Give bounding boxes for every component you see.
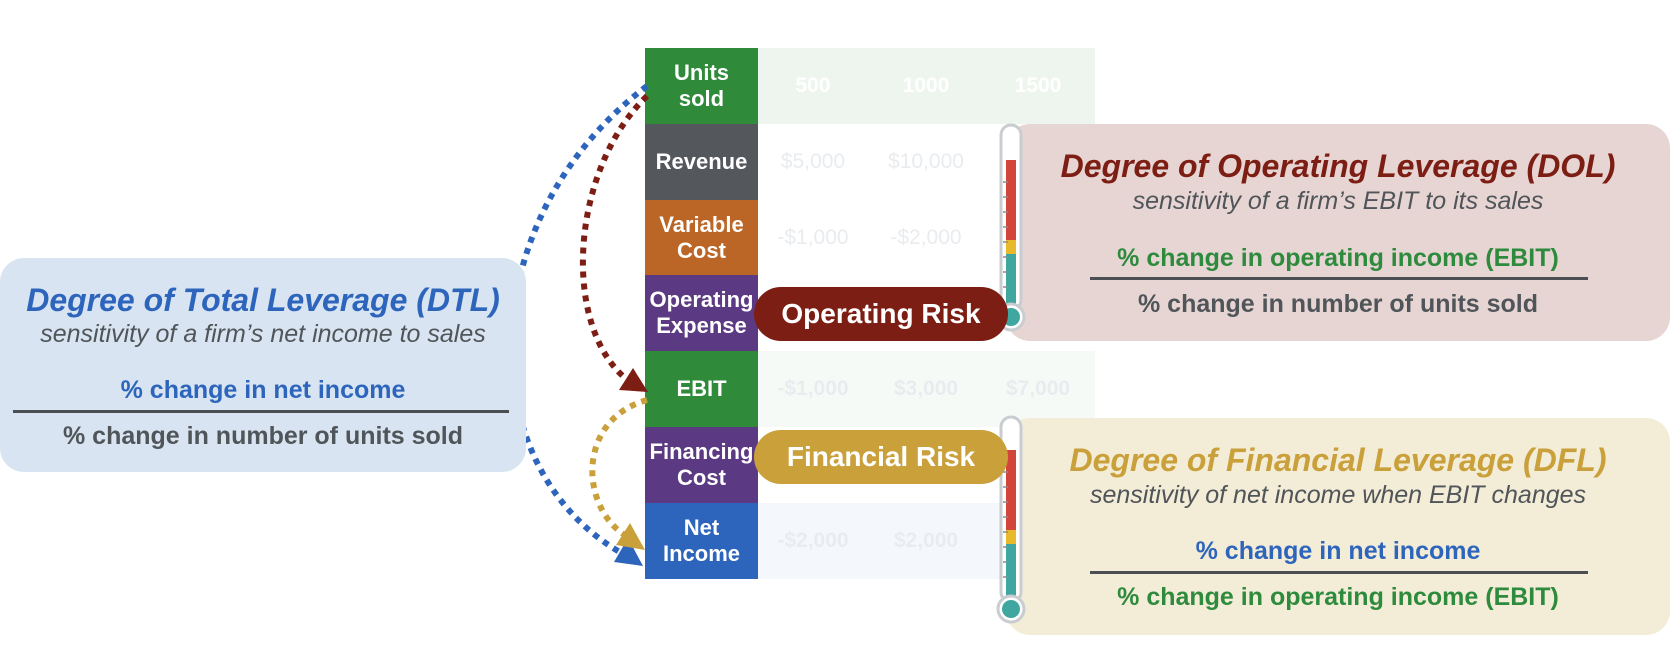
dfl-fraction-bar <box>1090 571 1588 574</box>
table-row-bg-units <box>758 48 1095 124</box>
table-cell: 500 <box>795 74 831 97</box>
table-cell: $2,000 <box>893 529 959 552</box>
table-cell: -$1,000 <box>777 377 849 400</box>
dol-denominator: % change in number of units sold <box>1137 290 1539 318</box>
financial-risk-pill: Financial Risk <box>754 430 1008 484</box>
table-cell: $3,000 <box>893 377 959 400</box>
table-row-bg-ebit <box>758 351 1095 427</box>
table-cell: -$2,000 <box>777 529 849 552</box>
dfl-numerator: % change in net income <box>1195 537 1481 565</box>
table-cell: $5,000 <box>780 150 846 173</box>
table-cell: -$1,000 <box>777 225 849 249</box>
dfl-arrow <box>589 397 648 540</box>
dfl-card: Degree of Financial Leverage (DFL) sensi… <box>1006 418 1670 635</box>
dtl-fraction-bar <box>13 410 509 413</box>
financial-risk-thermometer <box>996 415 1026 624</box>
dtl-title: Degree of Total Leverage (DTL) <box>26 282 500 318</box>
dol-arrow <box>579 93 650 385</box>
dfl-subtitle: sensitivity of net income when EBIT chan… <box>1089 481 1587 509</box>
dfl-title: Degree of Financial Leverage (DFL) <box>1069 442 1607 478</box>
dol-fraction-bar <box>1090 277 1588 280</box>
dtl-numerator: % change in net income <box>120 376 406 404</box>
dol-arrowhead <box>619 368 648 392</box>
dfl-denominator: % change in operating income (EBIT) <box>1117 583 1559 611</box>
dfl-arrowhead <box>616 523 645 550</box>
dol-subtitle: sensitivity of a firm’s EBIT to its sale… <box>1132 187 1544 215</box>
dol-card: Degree of Operating Leverage (DOL) sensi… <box>1006 124 1670 341</box>
row-label-ebit: EBIT <box>645 351 758 427</box>
table-cell: 1500 <box>1014 74 1062 97</box>
dtl-arrow <box>508 83 649 558</box>
row-label-revenue: Revenue <box>645 124 758 200</box>
dtl-arrowhead <box>614 538 643 566</box>
table-cell: 1000 <box>902 74 950 97</box>
dtl-denominator: % change in number of units sold <box>62 422 464 450</box>
dol-title: Degree of Operating Leverage (DOL) <box>1060 148 1616 184</box>
operating-risk-pill: Operating Risk <box>754 287 1008 341</box>
dtl-subtitle: sensitivity of a firm’s net income to sa… <box>40 320 486 348</box>
table-cell: -$2,000 <box>890 225 962 249</box>
dtl-card: Degree of Total Leverage (DTL) sensitivi… <box>0 258 526 472</box>
dol-numerator: % change in operating income (EBIT) <box>1117 244 1559 272</box>
table-cell: $7,000 <box>1005 377 1071 400</box>
table-cell: $10,000 <box>888 150 964 173</box>
